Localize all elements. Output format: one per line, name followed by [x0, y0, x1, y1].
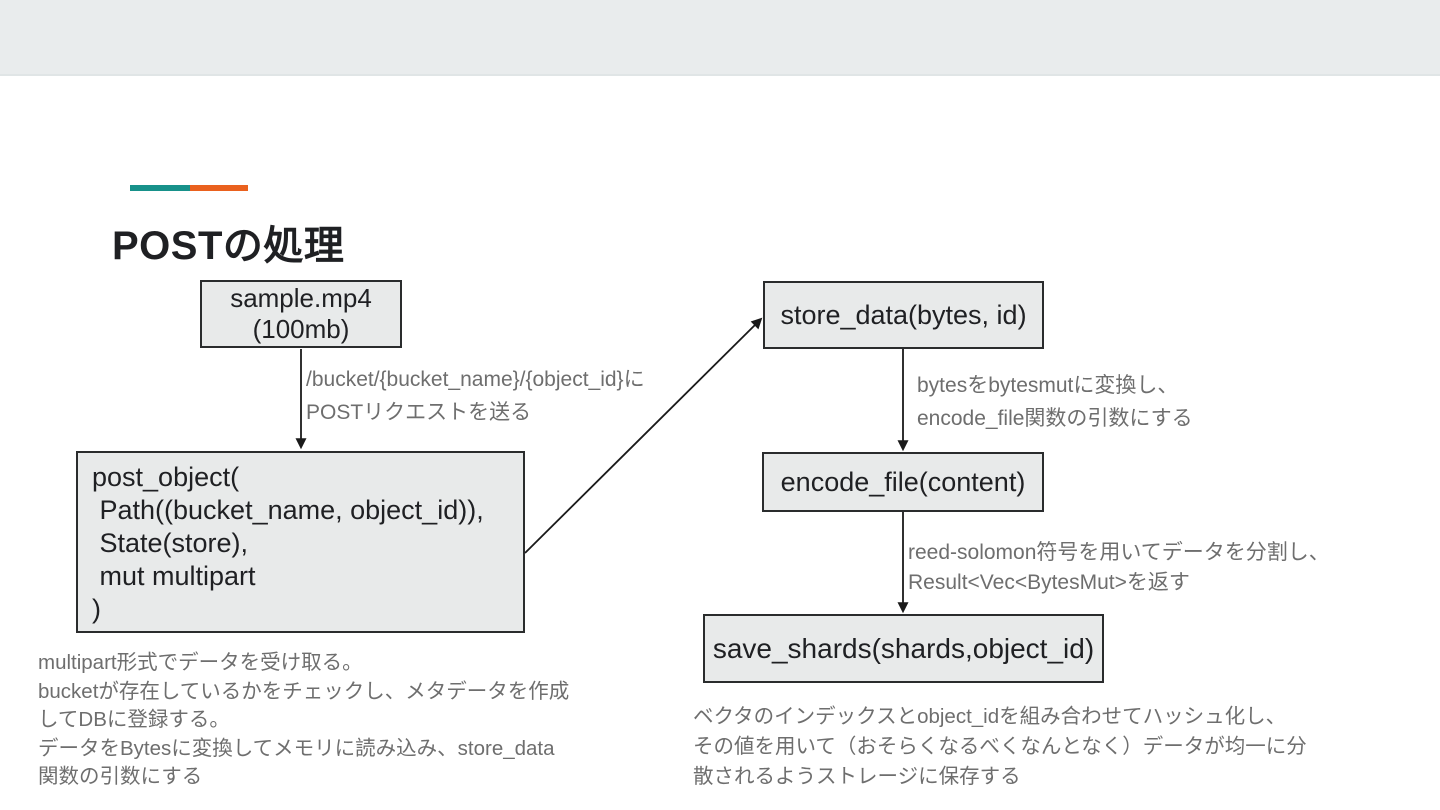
node-sample-file: sample.mp4(100mb) [200, 280, 402, 348]
node-encode-file: encode_file(content) [762, 452, 1044, 512]
slide-header-band [0, 0, 1440, 76]
node-store-data: store_data(bytes, id) [763, 281, 1044, 349]
node-save-shards: save_shards(shards,object_id) [703, 614, 1104, 683]
annotation-bytes-convert: bytesをbytesmutに変換し、encode_file関数の引数にする [917, 374, 1193, 430]
node-save-shards-label: save_shards(shards,object_id) [712, 632, 1095, 664]
node-encode-file-label: encode_file(content) [780, 466, 1026, 497]
annotation-post-object-description: multipart形式でデータを受け取る。bucketが存在しているかをチェック… [38, 651, 570, 788]
annotation-save-shards-description: ベクタのインデックスとobject_idを組み合わせてハッシュ化し、その値を用い… [693, 705, 1307, 788]
arrow-post-object-to-store-data [524, 317, 763, 554]
accent-teal-segment [130, 185, 190, 191]
node-store-data-label: store_data(bytes, id) [780, 299, 1027, 330]
title-accent-bar [130, 185, 248, 191]
annotation-reed-solomon: reed-solomon符号を用いてデータを分割し、Result<Vec<Byt… [908, 541, 1330, 594]
node-post-object: post_object( Path((bucket_name, object_i… [76, 451, 525, 633]
accent-orange-segment [190, 185, 248, 191]
slide-title: POSTの処理 [112, 224, 345, 268]
